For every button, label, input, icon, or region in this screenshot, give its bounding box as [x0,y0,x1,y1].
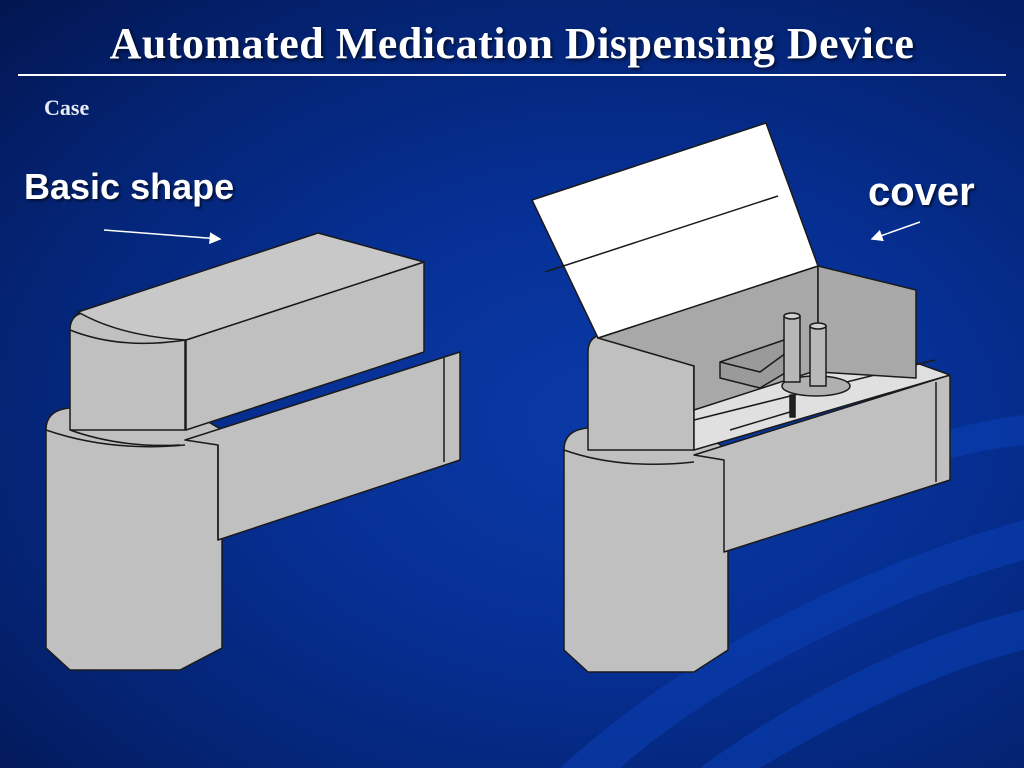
arrow-basic-shape [103,229,222,245]
callout-cover: cover [868,170,975,214]
device-with-cover [531,122,951,673]
device-cover-spindle [789,394,796,418]
device-cover-small-box [719,339,791,389]
bullet-text: Case [44,95,90,120]
arrow-cover [870,221,921,242]
device-cover-lid [531,122,819,339]
device-basic-shape [45,232,461,671]
device-arm-front [184,351,461,541]
slide-title: Automated Medication Dispensing Device [109,19,915,68]
device-base-tower [45,407,223,671]
device-top-box-lid [77,232,425,341]
title-divider [18,74,1006,76]
device-cover-side-wall [817,265,917,379]
device-cover-tube-right [809,325,827,387]
device-cover-base-tower [563,427,729,673]
callout-basic-shape: Basic shape [24,166,235,207]
device-cover-tube-left [783,315,801,383]
device-cover-arm-front [693,374,951,553]
